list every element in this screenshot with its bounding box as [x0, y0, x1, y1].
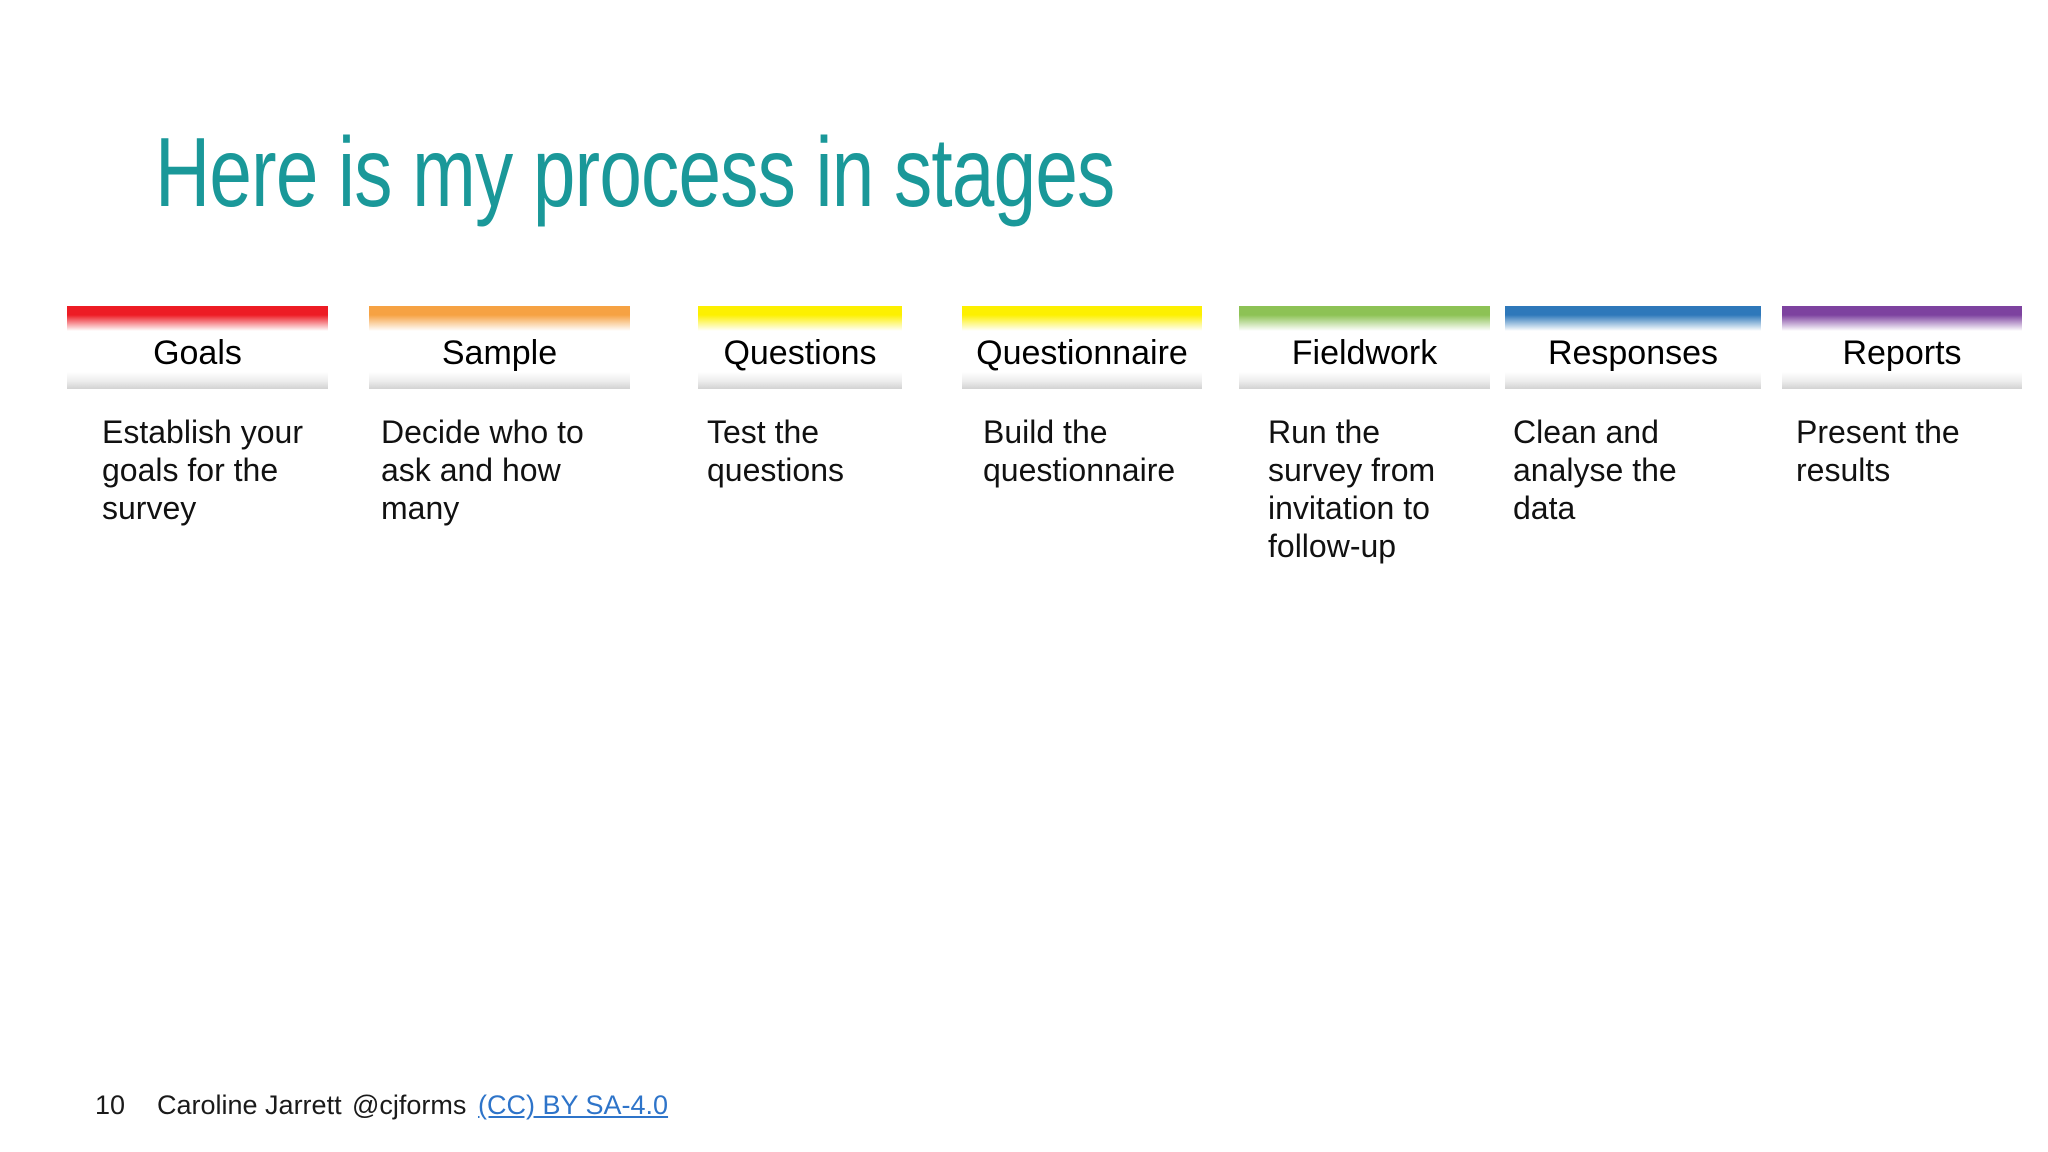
stage-description: Clean and analyse the data	[1513, 414, 1677, 526]
page-number: 10	[95, 1090, 126, 1120]
footer: 10 Caroline Jarrett @cjforms (CC) BY SA-…	[0, 1090, 2048, 1126]
stage-column-sample: Sample Decide who to ask and how many	[369, 306, 630, 527]
stage-column-reports: Reports Present the results	[1782, 306, 2022, 489]
stage-color-bar	[369, 306, 630, 331]
stage-description: Test the questions	[707, 414, 844, 488]
stage-divider	[1782, 372, 2022, 389]
stage-divider	[962, 372, 1202, 389]
stage-title: Questions	[723, 334, 877, 372]
stage-divider	[369, 372, 630, 389]
stage-title: Reports	[1842, 334, 1962, 372]
stage-description: Run the survey from invitation to follow…	[1268, 414, 1436, 564]
stage-divider	[1239, 372, 1490, 389]
stage-color-bar	[698, 306, 902, 331]
license-link[interactable]: (CC) BY SA-4.0	[478, 1090, 669, 1120]
author-credit: Caroline Jarrett	[157, 1090, 342, 1120]
stage-color-bar	[962, 306, 1202, 331]
stage-description: Decide who to ask and how many	[381, 414, 584, 526]
stage-divider	[67, 372, 328, 389]
stage-divider	[698, 372, 902, 389]
stage-description: Establish your goals for the survey	[102, 414, 303, 526]
stage-title: Sample	[441, 334, 558, 372]
stage-color-bar	[1239, 306, 1490, 331]
twitter-handle: @cjforms	[352, 1090, 467, 1120]
stage-divider	[1505, 372, 1761, 389]
stage-title: Questionnaire	[976, 334, 1188, 372]
stage-color-bar	[1782, 306, 2022, 331]
stage-title: Fieldwork	[1291, 334, 1438, 372]
stage-column-fieldwork: Fieldwork Run the survey from invitation…	[1239, 306, 1490, 565]
stage-column-goals: Goals Establish your goals for the surve…	[67, 306, 328, 527]
stage-description: Build the questionnaire	[983, 414, 1176, 488]
stage-column-responses: Responses Clean and analyse the data	[1505, 306, 1761, 527]
stage-title: Responses	[1547, 334, 1719, 372]
stage-color-bar	[67, 306, 328, 331]
stage-title: Goals	[153, 334, 242, 372]
stage-description: Present the results	[1796, 414, 1960, 488]
stage-column-questionnaire: Questionnaire Build the questionnaire	[962, 306, 1202, 489]
stage-column-questions: Questions Test the questions	[698, 306, 902, 489]
page-title: Here is my process in stages	[155, 117, 1115, 227]
stage-color-bar	[1505, 306, 1761, 331]
